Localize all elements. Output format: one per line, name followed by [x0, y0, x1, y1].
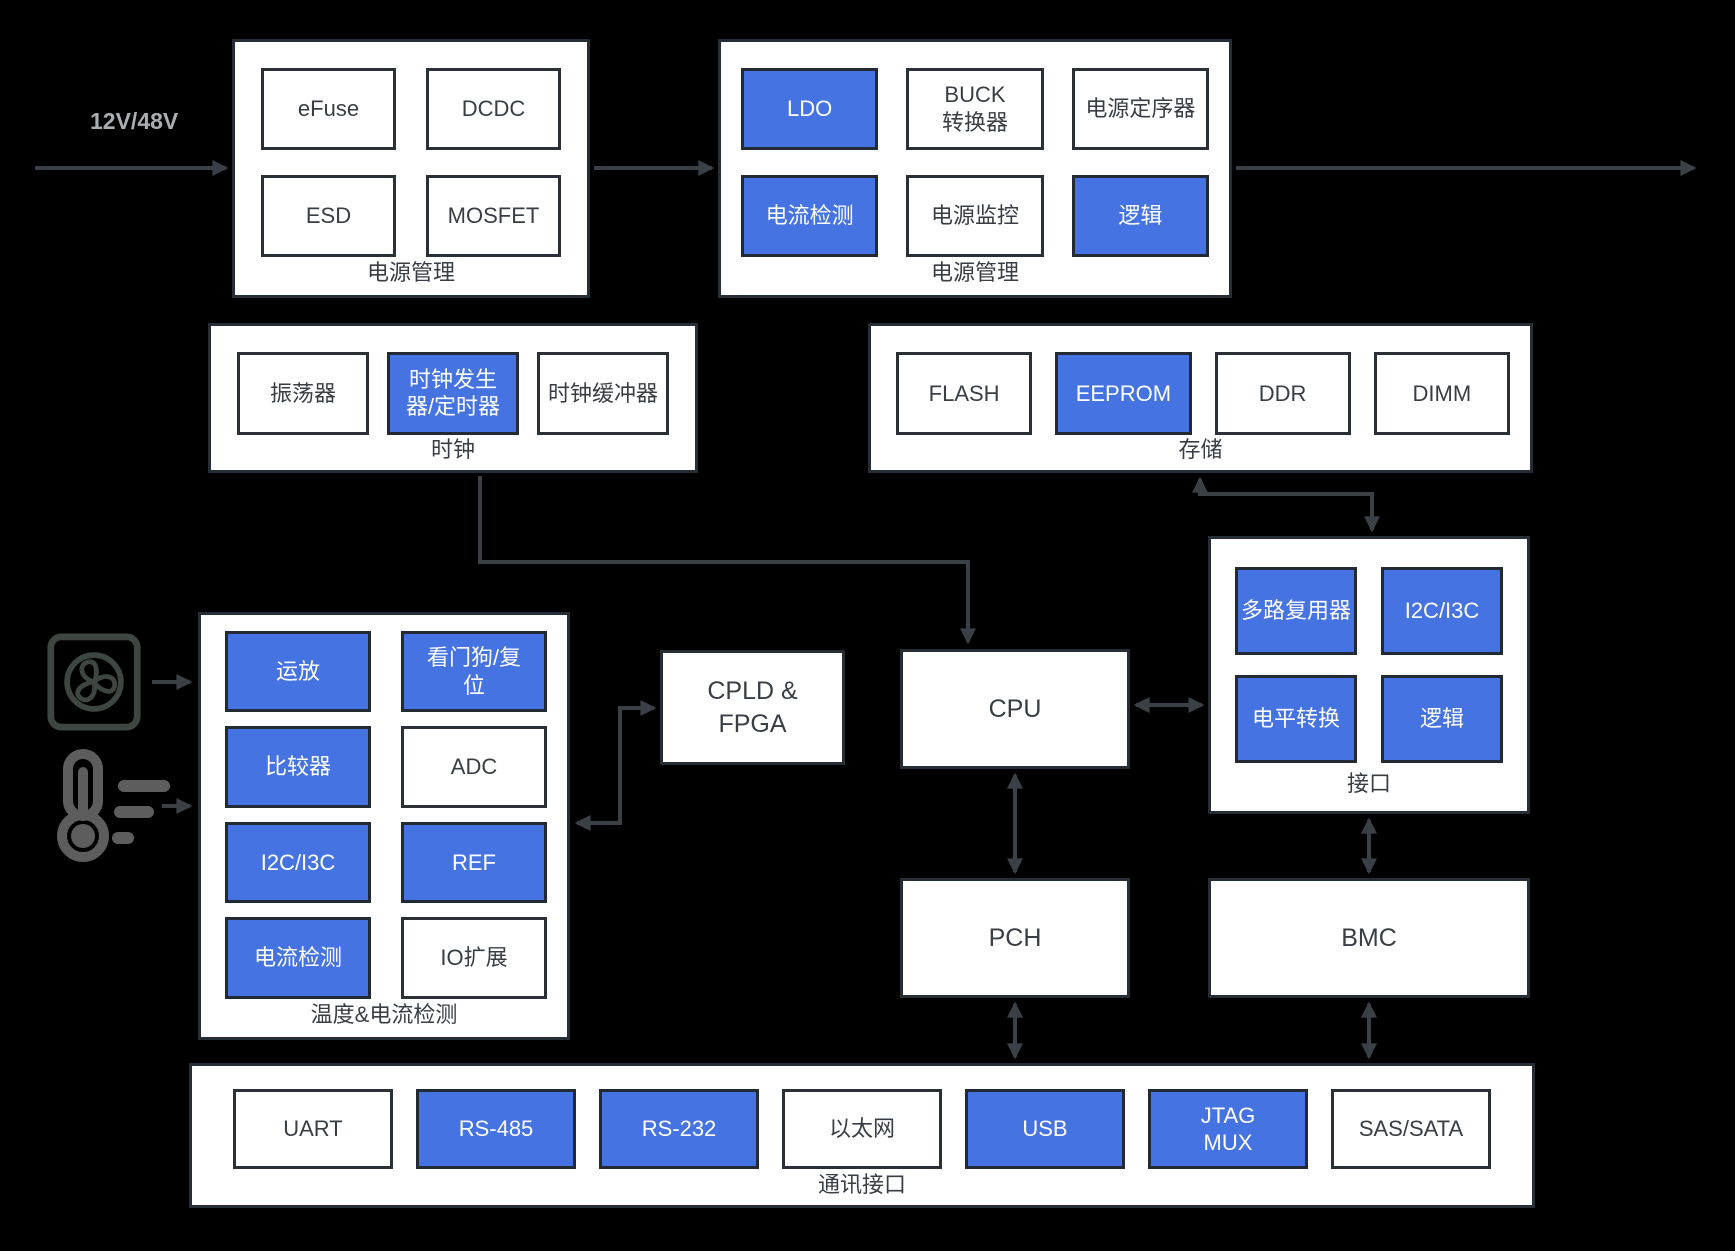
chip-dcdc: DCDC — [426, 68, 561, 150]
node-cpu: CPU — [900, 649, 1130, 769]
node-bmc: BMC — [1208, 878, 1530, 998]
chip-comparator: 比较器 — [225, 726, 371, 808]
group-caption-power1: 电源管理 — [366, 259, 455, 285]
chip-mux: 多路复用器 — [1235, 567, 1357, 655]
node-pch: PCH — [900, 878, 1130, 998]
chip-clock-buffer: 时钟缓冲器 — [537, 352, 669, 435]
chip-i2c-i3c: I2C/I3C — [225, 821, 371, 904]
chip-dimm: DIMM — [1373, 352, 1510, 435]
input-voltage-label: 12V/48V — [90, 108, 179, 134]
fan-icon — [47, 633, 141, 731]
chip-sas-sata: SAS/SATA — [1331, 1089, 1491, 1169]
chip-adc: ADC — [401, 726, 547, 808]
group-caption-comm: 通讯接口 — [817, 1172, 906, 1197]
group-clock: 振荡器 时钟发生 器/定时器 时钟缓冲器 时钟 — [208, 323, 698, 473]
chip-current-sense: 电流检测 — [741, 174, 879, 257]
chip-clock-generator-timer: 时钟发生 器/定时器 — [387, 352, 519, 435]
group-storage: FLASH EEPROM DDR DIMM 存储 — [868, 323, 1533, 473]
group-caption-interface: 接口 — [1346, 770, 1391, 796]
chip-level-shifter: 电平转换 — [1235, 674, 1357, 763]
group-caption-power2: 电源管理 — [930, 259, 1019, 285]
group-comm-interfaces: UART RS-485 RS-232 以太网 USB JTAG MUX SAS/… — [189, 1063, 1535, 1208]
chip-flash: FLASH — [896, 352, 1033, 435]
chip-opamp: 运放 — [225, 631, 371, 713]
chip-uart: UART — [233, 1089, 393, 1169]
thermometer-icon — [57, 749, 170, 862]
chip-usb: USB — [965, 1089, 1125, 1169]
group-interface: 多路复用器 I2C/I3C 电平转换 逻辑 接口 — [1208, 536, 1530, 814]
chip-rs485: RS-485 — [416, 1089, 576, 1169]
chip-mosfet: MOSFET — [426, 174, 561, 257]
chip-current-sense: 电流检测 — [225, 917, 371, 999]
chip-power-monitor: 电源监控 — [906, 174, 1044, 257]
arrow-temp-cpld — [574, 700, 657, 831]
chip-ref: REF — [401, 821, 547, 904]
chip-power-sequencer: 电源定序器 — [1071, 68, 1209, 150]
chip-eeprom: EEPROM — [1055, 352, 1192, 435]
chip-logic: 逻辑 — [1071, 174, 1209, 257]
group-power-management-2: LDO BUCK 转换器 电源定序器 电流检测 电源监控 逻辑 电源管理 — [718, 39, 1232, 298]
chip-rs232: RS-232 — [599, 1089, 759, 1169]
arrow-storage-interface — [1192, 476, 1380, 533]
chip-esd: ESD — [261, 174, 396, 257]
chip-i2c-i3c: I2C/I3C — [1381, 567, 1503, 655]
group-caption-storage: 存储 — [1178, 436, 1223, 462]
chip-oscillator: 振荡器 — [237, 352, 369, 435]
chip-jtag-mux: JTAG MUX — [1148, 1089, 1308, 1169]
chip-ldo: LDO — [741, 68, 879, 150]
group-temp-current-sense: 运放 看门狗/复 位 比较器 ADC I2C/I3C REF 电流检测 IO扩展… — [198, 612, 570, 1040]
arrow-clock-to-cpu — [478, 476, 976, 645]
chip-logic: 逻辑 — [1381, 674, 1503, 763]
chip-ddr: DDR — [1214, 352, 1351, 435]
group-caption-clock: 时钟 — [430, 436, 475, 462]
group-caption-temp: 温度&电流检测 — [310, 1001, 458, 1027]
chip-buck-converter: BUCK 转换器 — [906, 68, 1044, 150]
chip-ethernet: 以太网 — [782, 1089, 942, 1169]
chip-watchdog-reset: 看门狗/复 位 — [401, 631, 547, 713]
chip-efuse: eFuse — [261, 68, 396, 150]
chip-io-expander: IO扩展 — [401, 917, 547, 999]
group-power-management-1: eFuse DCDC ESD MOSFET 电源管理 — [232, 39, 590, 298]
node-cpld-fpga: CPLD & FPGA — [660, 650, 845, 765]
